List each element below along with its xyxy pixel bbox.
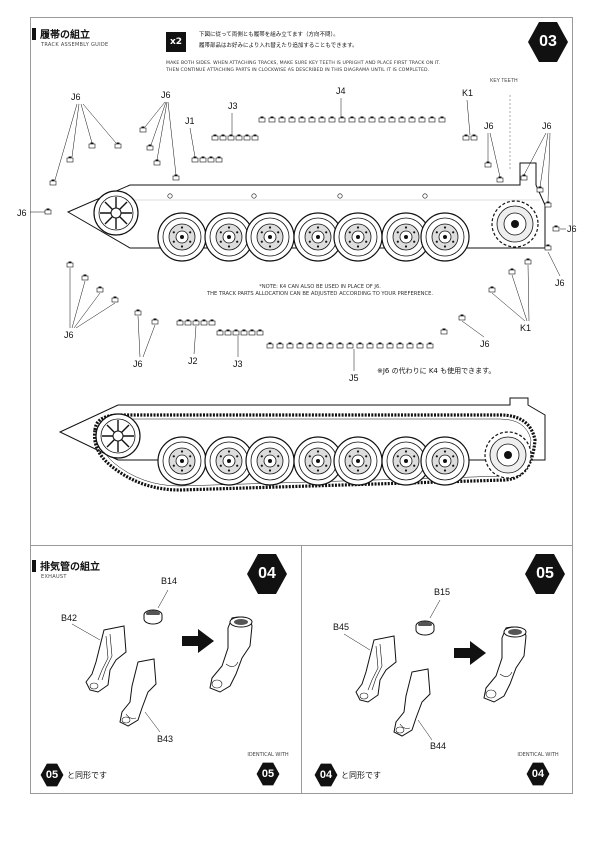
same-as-text-b: と同形です [341, 770, 381, 780]
label-j6-right-low: J6 [555, 278, 565, 288]
step-04-badge: 04 [246, 553, 288, 595]
same-step-05-badge: 05 [40, 763, 64, 787]
exhaust-section-title: 排気管の組立 [32, 558, 100, 573]
label-j6-left: J6 [17, 208, 27, 218]
track-title-jp: 履帯の組立 [40, 30, 90, 41]
same-as-note-a: 05 と同形です [40, 763, 107, 787]
title-bar-marker [32, 559, 36, 572]
label-b15: B15 [434, 587, 451, 597]
label-j1: J1 [185, 116, 195, 126]
track-note-en-1: *NOTE: K4 CAN ALSO BE USED IN PLACE OF J… [259, 284, 381, 290]
step-03-badge: 03 [527, 21, 569, 63]
step-03-number: 03 [539, 33, 557, 50]
track-section-title: 履帯の組立 [32, 26, 90, 41]
instruction-en-1: MAKE BOTH SIDES. WHEN ATTACHING TRACKS, … [166, 61, 441, 66]
identical-with-label-b: IDENTICAL WITH [517, 752, 559, 758]
label-k1-bottom: K1 [520, 323, 532, 333]
exhaust-subtitle: EXHAUST [41, 574, 67, 580]
track-note-en: *NOTE: K4 CAN ALSO BE USED IN PLACE OF J… [180, 284, 460, 298]
track-note-jp: ※J6 の代わりに K4 も使用できます。 [377, 367, 496, 375]
track-note-en-2: THE TRACK PARTS ALLOCATION CAN BE ADJUST… [206, 291, 434, 297]
same-step-04-badge: 04 [314, 763, 338, 787]
same-as-note-b: 04 と同形です [314, 763, 381, 787]
instruction-en-2: THEN CONTINUE ATTACHING PARTS IN CLOCKWI… [166, 68, 430, 73]
label-j4: J4 [336, 86, 346, 96]
label-j6-top-right-b: J6 [542, 121, 552, 131]
instruction-jp-1: 下図に従って両側とも履帯を組み立てます（方向不問）。 [199, 32, 339, 38]
label-j6-top-left: J6 [71, 92, 81, 102]
track-subtitle: TRACK ASSEMBLY GUIDE [41, 42, 109, 48]
exhaust-title-jp: 排気管の組立 [40, 562, 100, 573]
label-j2: J2 [188, 356, 198, 366]
label-j6-top-mid: J6 [161, 90, 171, 100]
multiplier-badge: x2 [166, 32, 186, 52]
same-step-04-number: 04 [319, 769, 333, 781]
same-as-text-a: と同形です [67, 770, 107, 780]
identical-with-label-a: IDENTICAL WITH [247, 752, 289, 758]
identical-step-04-badge: 04 [526, 762, 550, 786]
step-04-number: 04 [258, 565, 276, 582]
title-bar-marker [32, 27, 36, 40]
label-b44: B44 [430, 741, 447, 751]
label-j3-bottom: J3 [233, 359, 243, 369]
instruction-jp-2: 履帯部品はお好みにより入れ替えたり追加することもできます。 [199, 43, 358, 49]
label-j6-bottom-left: J6 [64, 330, 74, 340]
identical-step-04-number: 04 [531, 768, 545, 780]
label-j6-right: J6 [567, 224, 577, 234]
label-b45: B45 [333, 622, 350, 632]
label-j3-top: J3 [228, 101, 238, 111]
label-j6-bottom-mid: J6 [133, 359, 143, 369]
label-b43: B43 [157, 734, 174, 744]
label-j6-top-right-a: J6 [484, 121, 494, 131]
label-b14: B14 [161, 576, 178, 586]
identical-step-05-number: 05 [261, 768, 275, 780]
step-05-number: 05 [536, 565, 554, 582]
label-k1-top: K1 [462, 88, 474, 98]
identical-step-05-badge: 05 [256, 762, 280, 786]
label-j5: J5 [349, 373, 359, 383]
same-step-05-number: 05 [45, 769, 59, 781]
key-teeth-label: KEY TEETH [490, 78, 518, 84]
label-b42: B42 [61, 613, 78, 623]
step-05-badge: 05 [524, 553, 566, 595]
section-divider-vertical [301, 545, 302, 794]
label-j6-bottom-right: J6 [480, 339, 490, 349]
